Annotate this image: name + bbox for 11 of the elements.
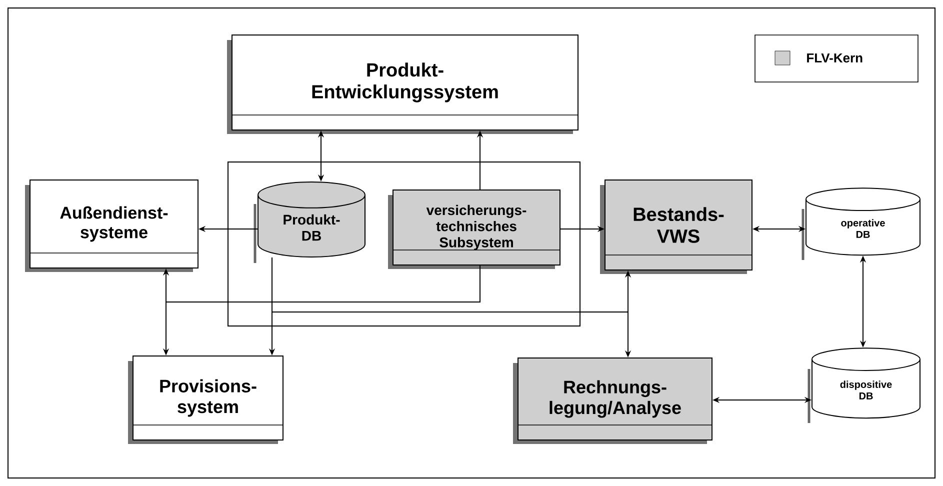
system-box: Produkt- Entwicklungssystem xyxy=(227,34,578,134)
system-box: Bestands- VWS xyxy=(600,180,752,274)
system-box: Provisions- system xyxy=(128,356,284,444)
legend-label: FLV-Kern xyxy=(807,53,862,63)
system-box: Rechnungs- legung/Analyse xyxy=(513,358,712,444)
frame-box xyxy=(228,162,580,326)
database-cylinder: operative DB xyxy=(802,188,920,260)
system-box: Außendienst- systeme xyxy=(25,180,198,272)
database-cylinder: Produkt- DB xyxy=(254,182,366,263)
database-cylinder: dispositive DB xyxy=(808,348,920,423)
system-box: versicherungs- technisches Subsystem xyxy=(388,190,560,269)
